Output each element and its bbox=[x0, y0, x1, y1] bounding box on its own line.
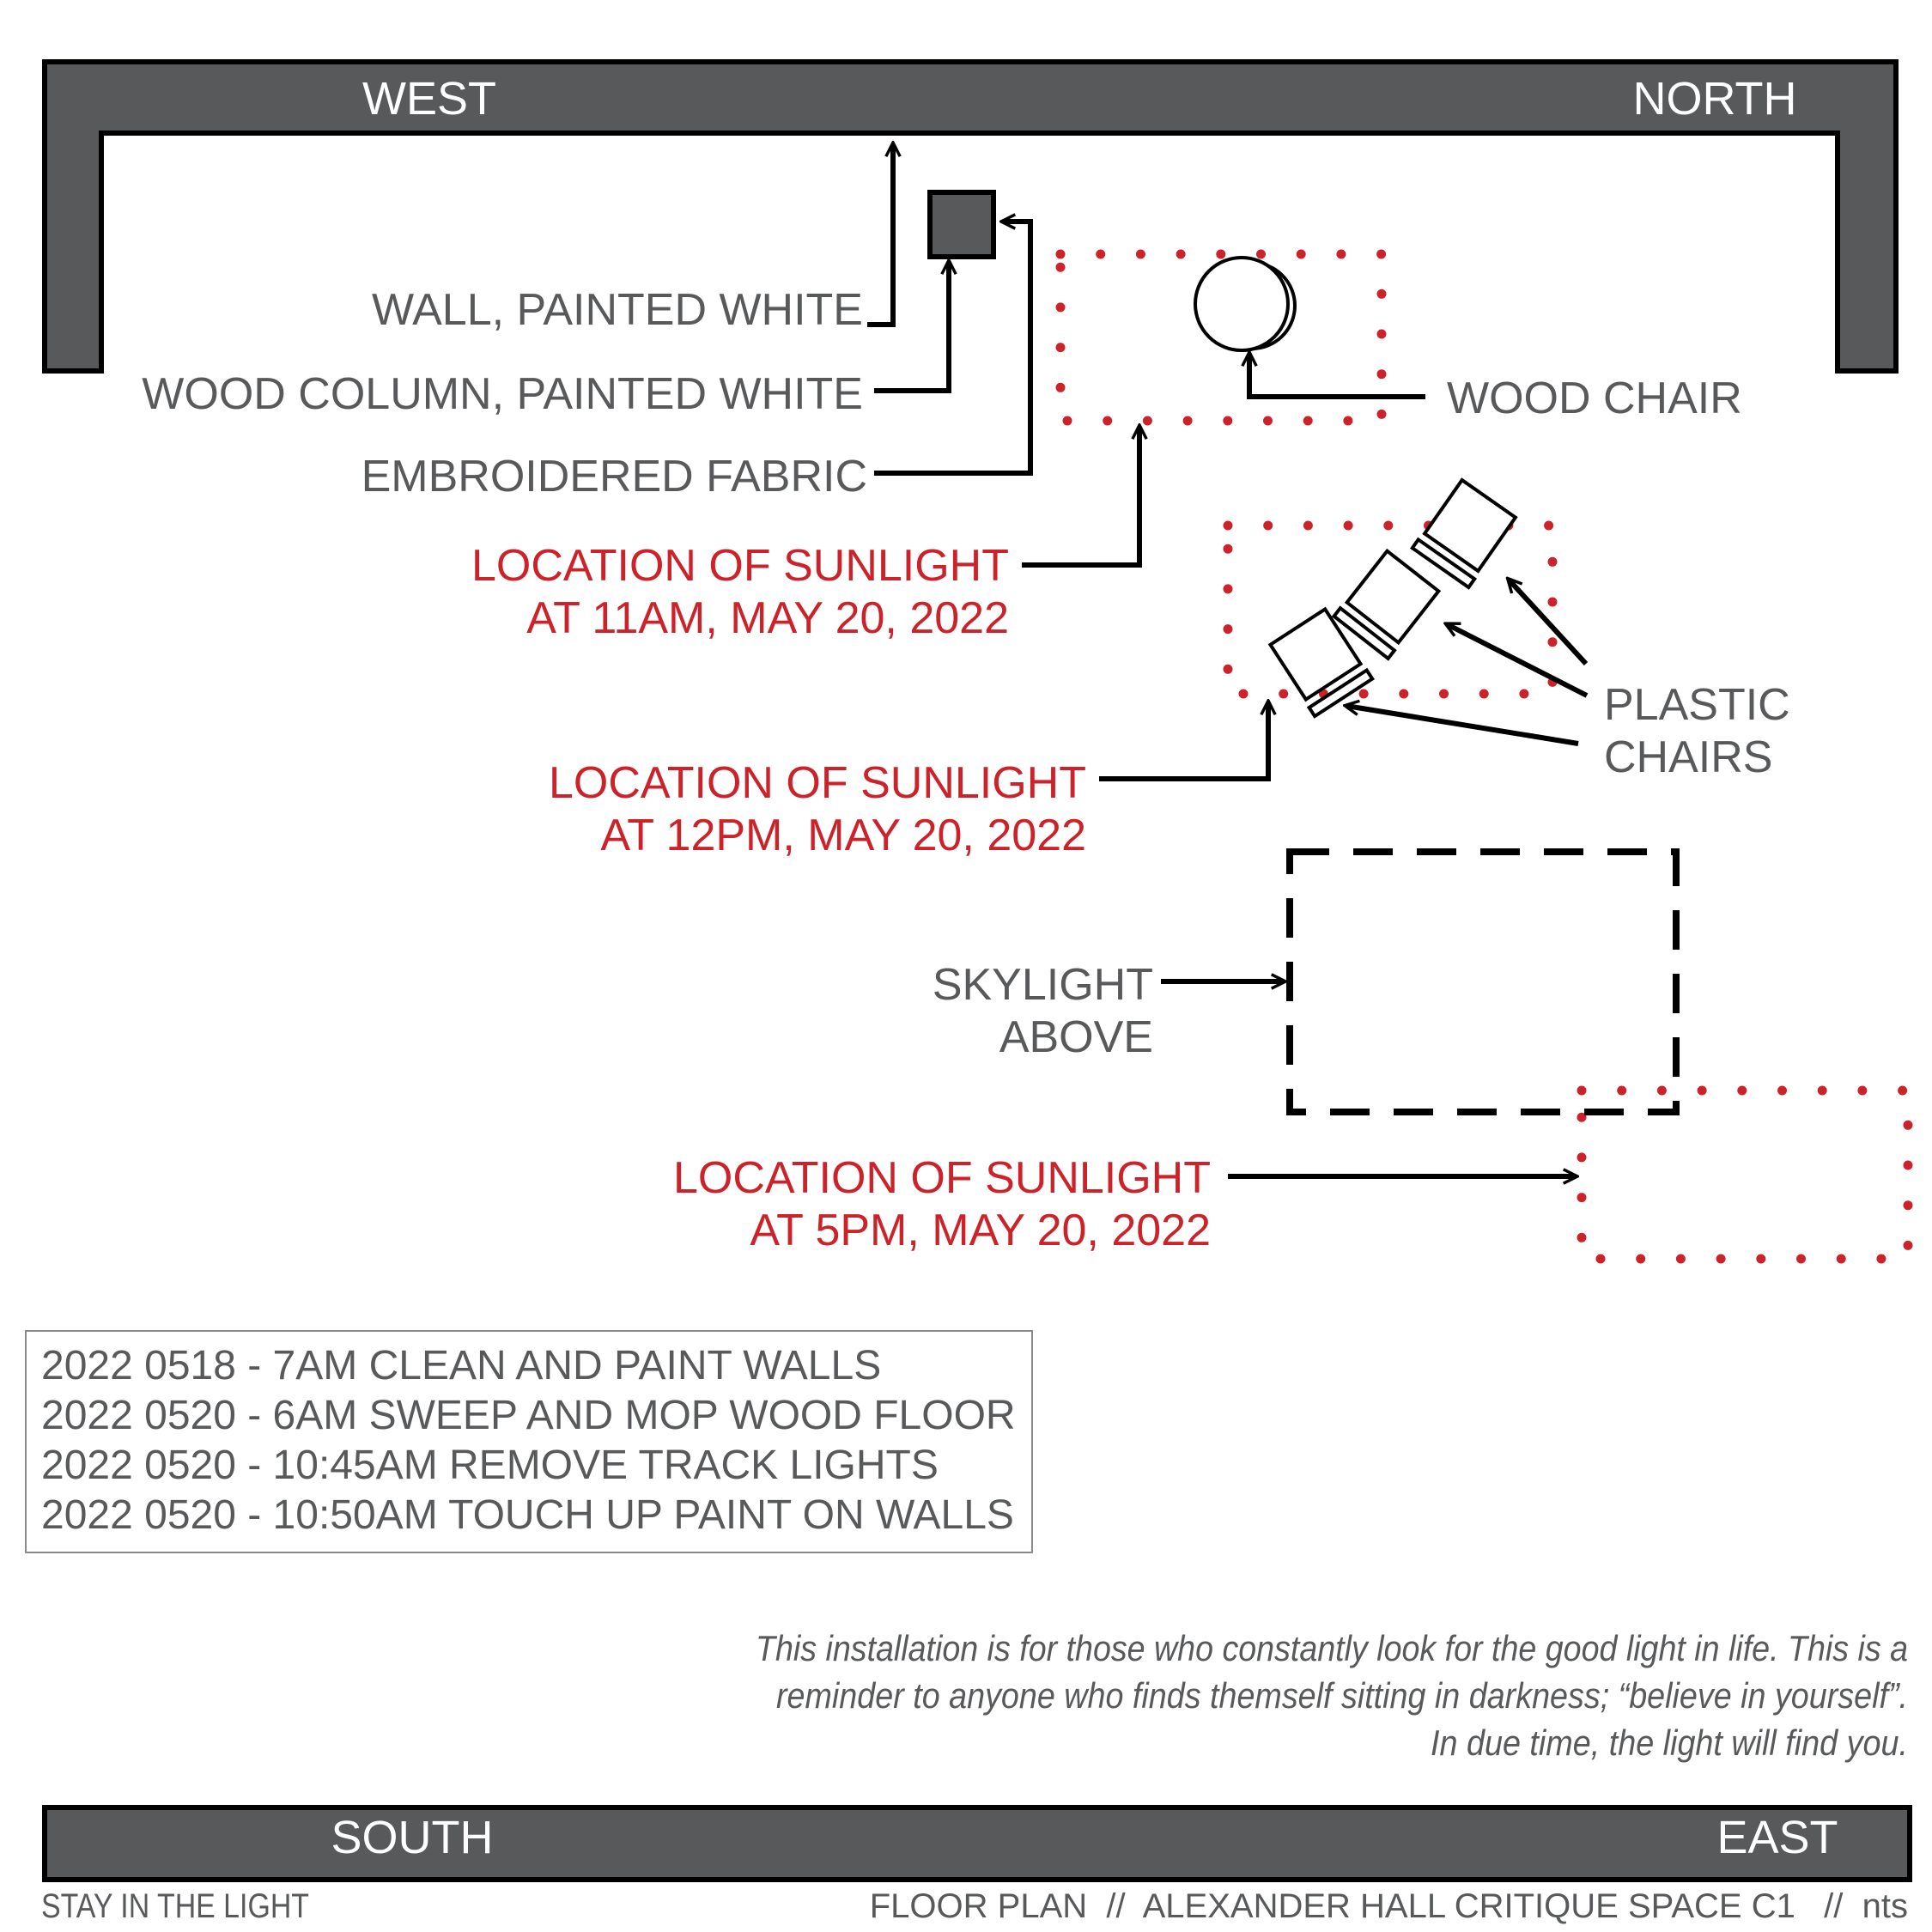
footer-caption: FLOOR PLAN // ALEXANDER HALL CRITIQUE SP… bbox=[870, 1887, 1908, 1925]
wood-chair-leader bbox=[1249, 354, 1425, 399]
bottom-wall bbox=[42, 1805, 1912, 1882]
top-wall bbox=[42, 59, 1899, 374]
sunlight-zone-11am bbox=[1055, 249, 1387, 426]
fabric-leader bbox=[874, 222, 1033, 476]
sunlight-zone-12pm bbox=[1223, 520, 1558, 699]
wood-chair-label: WOOD CHAIR bbox=[1447, 374, 1742, 423]
wood-column bbox=[927, 190, 996, 259]
log-entry: 2022 0520 - 6AM SWEEP AND MOP WOOD FLOOR bbox=[41, 1393, 1016, 1438]
sunlight-12pm-leader bbox=[1099, 702, 1268, 781]
sunlight-11am-label: LOCATION OF SUNLIGHT bbox=[471, 541, 1009, 591]
sunlight-11am-time: AT 11AM, MAY 20, 2022 bbox=[526, 593, 1009, 643]
wall-leader bbox=[867, 144, 893, 327]
sunlight-11am-leader bbox=[1022, 427, 1139, 568]
statement-line: reminder to anyone who finds themself si… bbox=[776, 1675, 1908, 1716]
sunlight-5pm-label: LOCATION OF SUNLIGHT bbox=[673, 1153, 1211, 1203]
log-entry: 2022 0518 - 7AM CLEAN AND PAINT WALLS bbox=[41, 1343, 881, 1388]
north-label: NORTH bbox=[1632, 73, 1796, 125]
plastic-chair-icon bbox=[1410, 477, 1518, 590]
fabric-label: EMBROIDERED FABRIC bbox=[361, 452, 867, 501]
plastic-chair-icon bbox=[1267, 606, 1375, 719]
sunlight-zone-5pm bbox=[1577, 1085, 1913, 1264]
column-label: WOOD COLUMN, PAINTED WHITE bbox=[142, 369, 863, 419]
skylight-label: SKYLIGHT bbox=[933, 960, 1153, 1010]
south-label: SOUTH bbox=[331, 1812, 494, 1863]
west-label: WEST bbox=[362, 73, 496, 125]
wall-label: WALL, PAINTED WHITE bbox=[372, 285, 863, 335]
plastic-chair-leader bbox=[1447, 624, 1589, 698]
statement-line: In due time, the light will find you. bbox=[1431, 1722, 1908, 1763]
plastic-chair-leader bbox=[1346, 706, 1579, 746]
plastic-chair-leader bbox=[1509, 580, 1589, 666]
skylight bbox=[1286, 848, 1680, 1115]
skylight-label-2: ABOVE bbox=[999, 1012, 1153, 1062]
sunlight-12pm-time: AT 12PM, MAY 20, 2022 bbox=[600, 811, 1086, 860]
east-label: EAST bbox=[1716, 1812, 1838, 1863]
footer-title: STAY IN THE LIGHT bbox=[41, 1887, 309, 1925]
plastic-chairs-label-2: CHAIRS bbox=[1604, 732, 1772, 782]
log-entry: 2022 0520 - 10:45AM REMOVE TRACK LIGHTS bbox=[41, 1443, 939, 1488]
plastic-chairs-label: PLASTIC bbox=[1604, 680, 1790, 730]
statement-line: This installation is for those who const… bbox=[756, 1628, 1908, 1668]
sunlight-12pm-label: LOCATION OF SUNLIGHT bbox=[549, 758, 1086, 808]
log-box bbox=[25, 1330, 1033, 1553]
log-entry: 2022 0520 - 10:50AM TOUCH UP PAINT ON WA… bbox=[41, 1492, 1014, 1538]
plastic-chair-icon bbox=[1331, 548, 1442, 661]
sunlight-5pm-time: AT 5PM, MAY 20, 2022 bbox=[750, 1206, 1211, 1255]
wood-chair-icon bbox=[1194, 256, 1297, 352]
column-leader bbox=[874, 262, 949, 393]
